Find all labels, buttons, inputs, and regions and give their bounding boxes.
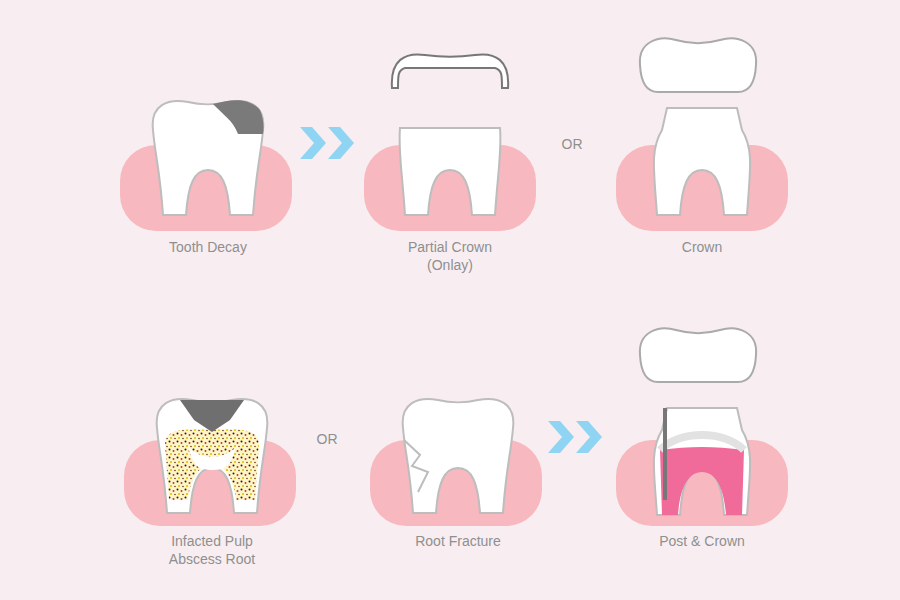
or-label: OR	[550, 135, 594, 153]
or-label: OR	[305, 430, 349, 448]
caption-label: Crown	[632, 238, 772, 256]
caption-label: Infacted Pulp Abscess Root	[156, 532, 268, 568]
caption-label: Tooth Decay	[138, 238, 278, 256]
caption-label: Root Fracture	[388, 532, 528, 550]
caption-label: Post & Crown	[632, 532, 772, 550]
caption-label: Partial Crown (Onlay)	[394, 238, 506, 274]
